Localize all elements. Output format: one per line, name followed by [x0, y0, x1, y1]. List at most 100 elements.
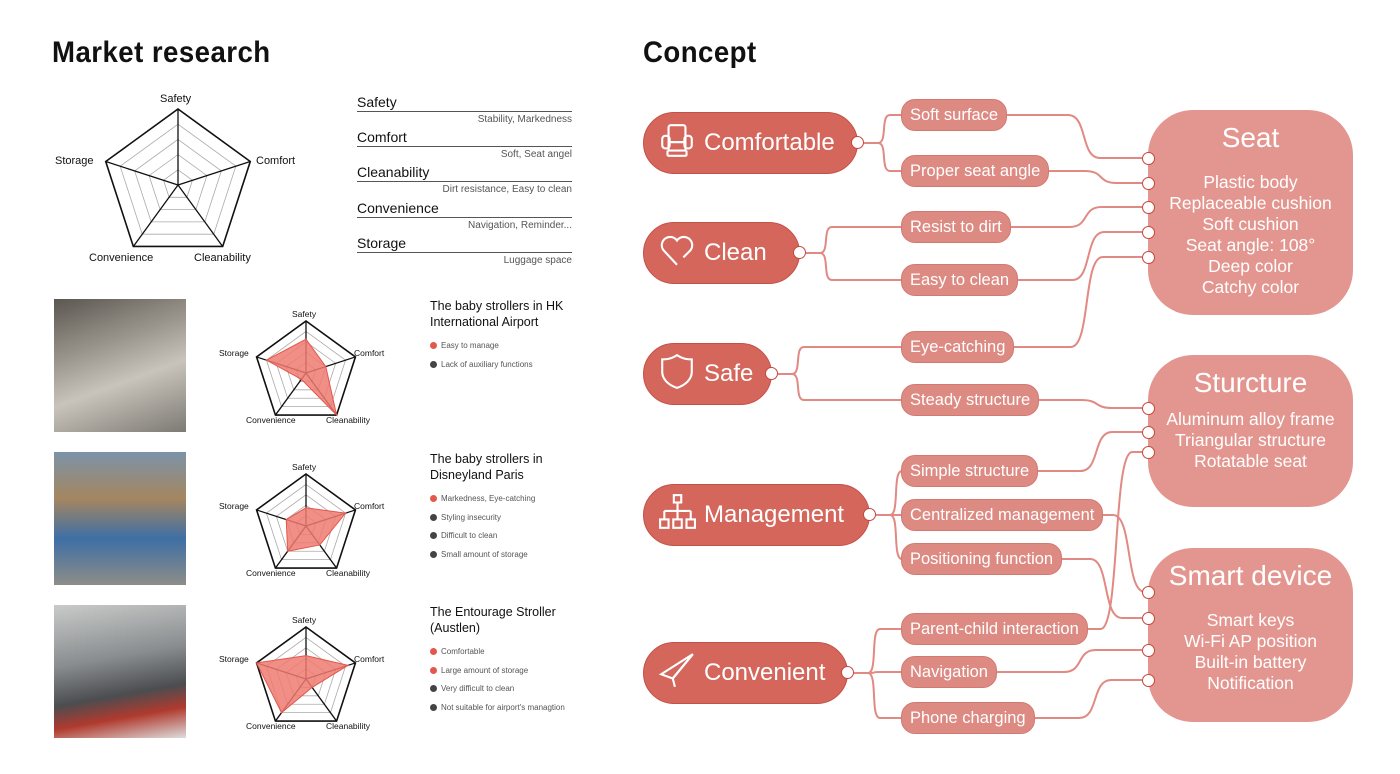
axis-label-safety: Safety	[292, 615, 317, 625]
feature-outcome-connector	[1038, 431, 1142, 472]
radar-grid-ring	[265, 483, 347, 561]
outcome-connector-port	[1142, 201, 1155, 214]
axis-label-safety: Safety	[292, 309, 317, 319]
concept-connector-port	[851, 136, 864, 149]
outcome-item: Built-in battery	[1194, 652, 1307, 672]
concept-label: Comfortable	[704, 129, 835, 156]
heart-icon	[658, 231, 696, 276]
paper-plane-icon	[658, 651, 696, 696]
radar-outline	[255, 320, 357, 416]
axis-label-comfort: Comfort	[354, 501, 385, 511]
outcome-connector-port	[1142, 446, 1155, 459]
product-note-text: Lack of auxiliary functions	[441, 359, 533, 369]
axis-label-storage: Storage	[219, 654, 249, 664]
radar-spoke	[132, 184, 179, 247]
product-radar-1	[255, 473, 357, 569]
feature-navigation[interactable]: Navigation	[901, 656, 997, 688]
product-note-text: Not suitable for airport's managtion	[441, 702, 565, 712]
feature-centralized-management[interactable]: Centralized management	[901, 499, 1104, 531]
product-radar-2	[255, 626, 357, 722]
radar-outline	[255, 473, 357, 569]
concept-feature-connector	[778, 373, 901, 401]
outcome-item: Seat angle: 108°	[1185, 235, 1316, 255]
axis-label-comfort: Comfort	[354, 348, 385, 358]
product-note-text: Styling insecurity	[441, 512, 502, 522]
negative-dot-icon	[430, 360, 437, 368]
negative-dot-icon	[430, 703, 437, 711]
radar-grid-ring	[134, 138, 222, 223]
photo-hk-airport-strollers	[54, 299, 186, 432]
outcome-connector-port	[1142, 251, 1155, 264]
concept-clean[interactable]: Clean	[643, 222, 800, 284]
outcome-connector-port	[1142, 612, 1155, 625]
concept-label: Management	[704, 501, 845, 528]
outcome-connector-port	[1142, 177, 1155, 190]
feature-steady-structure[interactable]: Steady structure	[901, 384, 1040, 416]
concept-feature-connector	[864, 142, 901, 172]
feature-proper-seat-angle[interactable]: Proper seat angle	[901, 155, 1050, 187]
concept-safe[interactable]: Safe	[643, 343, 772, 405]
outcome-item: Catchy color	[1201, 277, 1300, 297]
product-title: The Entourage Stroller (Austlen)	[430, 605, 556, 635]
axis-label-comfort: Comfort	[354, 654, 385, 664]
outcome-connector-port	[1142, 226, 1155, 239]
product-note: Large amount of storage	[430, 666, 528, 675]
feature-outcome-connector	[1014, 256, 1142, 348]
feature-outcome-connector	[1018, 231, 1142, 281]
product-note: Lack of auxiliary functions	[430, 360, 533, 369]
feature-simple-structure[interactable]: Simple structure	[901, 455, 1039, 487]
axis-label-cleanability: Cleanability	[326, 721, 370, 731]
axis-label-comfort: Comfort	[256, 155, 296, 167]
negative-dot-icon	[430, 550, 437, 558]
feature-phone-charging[interactable]: Phone charging	[901, 702, 1035, 734]
feature-easy-to-clean[interactable]: Easy to clean	[901, 264, 1019, 296]
concept-label: Clean	[704, 239, 767, 266]
concept-label: Safe	[704, 360, 754, 387]
product-note-text: Very difficult to clean	[441, 684, 515, 693]
radar-area	[265, 338, 338, 417]
feature-outcome-connector	[1062, 558, 1142, 619]
feature-outcome-connector	[1049, 170, 1142, 184]
overview-radar	[104, 108, 252, 248]
outcome-item: Deep color	[1208, 256, 1293, 276]
feature-soft-surface[interactable]: Soft surface	[901, 99, 1008, 131]
radar-spoke	[274, 372, 307, 416]
market-research-title: Market research	[52, 36, 271, 69]
concept-connector-port	[863, 508, 876, 521]
outcome-title: Sturcture	[1193, 367, 1308, 398]
axis-label-cleanability: Cleanability	[326, 415, 370, 425]
axis-label-cleanability: Cleanability	[326, 568, 370, 578]
concept-connector-port	[793, 246, 806, 259]
axis-label-convenience: Convenience	[246, 721, 296, 731]
shield-icon	[658, 352, 696, 397]
axis-label-safety: Safety	[292, 462, 317, 472]
radar-area	[285, 507, 347, 552]
product-note: Easy to manage	[430, 341, 499, 350]
outcome-item: Wi-Fi AP position	[1184, 631, 1317, 651]
feature-eye-catching[interactable]: Eye-catching	[901, 331, 1015, 363]
product-note: Not suitable for airport's managtion	[430, 703, 565, 712]
feature-positioning-function[interactable]: Positioning function	[901, 543, 1063, 575]
feature-resist-to-dirt[interactable]: Resist to dirt	[901, 211, 1011, 243]
positive-dot-icon	[430, 666, 437, 674]
concept-convenient[interactable]: Convenient	[643, 642, 848, 704]
concept-title: Concept	[643, 36, 757, 69]
feature-parent-child-interaction[interactable]: Parent-child interaction	[901, 613, 1088, 645]
product-note-text: Markedness, Eye-catching	[441, 494, 536, 503]
outcome-connector-port	[1142, 402, 1155, 415]
outcome-connector-port	[1142, 152, 1155, 165]
concept-comfortable[interactable]: Comfortable	[643, 112, 858, 174]
concept-management[interactable]: Management	[643, 484, 870, 546]
radar-grid-ring	[148, 154, 208, 210]
product-radar-0	[255, 320, 357, 417]
outcome-title: Seat	[1221, 122, 1280, 153]
product-note: Styling insecurity	[430, 513, 501, 522]
axis-label-cleanability: Cleanability	[194, 252, 251, 264]
positive-dot-icon	[430, 342, 437, 349]
